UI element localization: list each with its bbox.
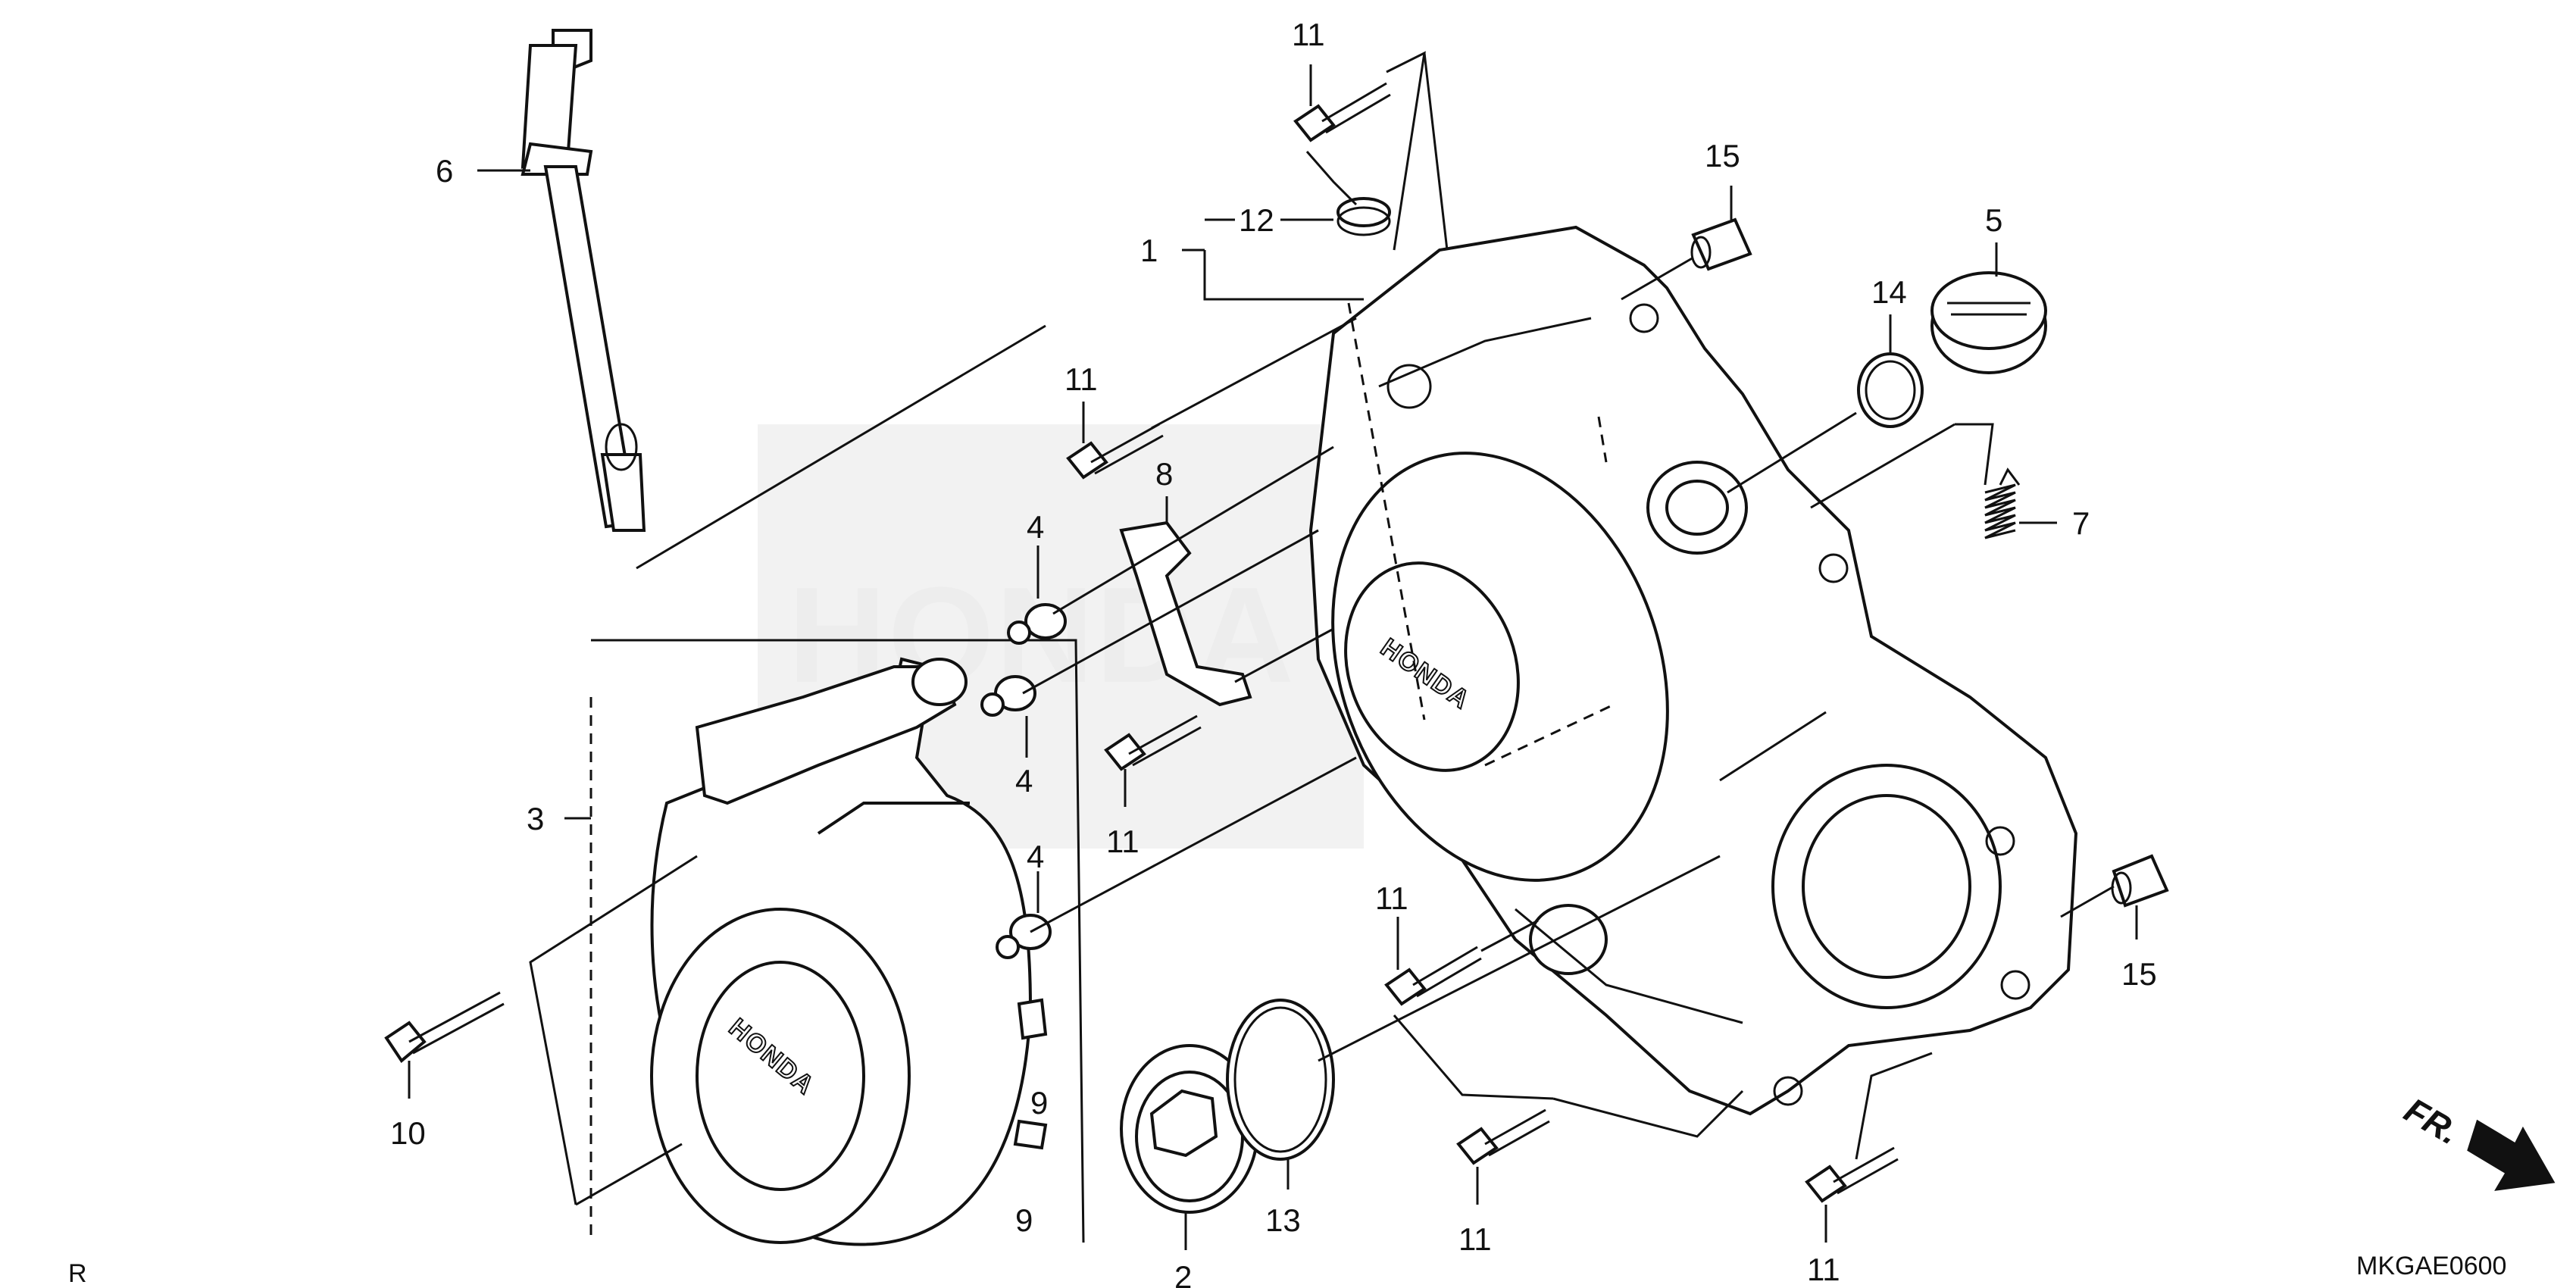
- bolt-11-mid: [1104, 714, 1202, 771]
- shift-shaft-part: [521, 29, 646, 532]
- dowel-9-lower: [1013, 1119, 1048, 1150]
- o-ring-13: [1226, 999, 1335, 1161]
- callout-15b: 15: [2121, 956, 2157, 992]
- callout-4c: 4: [1027, 839, 1044, 874]
- callout-13: 13: [1265, 1202, 1301, 1238]
- callout-11d: 11: [1375, 880, 1408, 916]
- callout-11c: 11: [1292, 17, 1325, 52]
- callout-11e: 11: [1458, 1221, 1492, 1257]
- diagram-code: MKGAE0600: [2356, 1252, 2506, 1280]
- callout-6: 6: [436, 153, 453, 189]
- callout-14: 14: [1871, 274, 1907, 310]
- callout-1: 1: [1140, 233, 1158, 268]
- bolt-11-lower-right: [1805, 1146, 1899, 1203]
- crankcase-cover-part: HONDA: [1308, 225, 2078, 1116]
- filler-cap-5: [1930, 271, 2047, 374]
- callout-10: 10: [390, 1115, 426, 1151]
- bolt-11-top: [1293, 82, 1391, 142]
- collar-4-middle: [980, 675, 1036, 717]
- callout-8: 8: [1155, 456, 1173, 492]
- front-direction-indicator: FR.: [2398, 1090, 2556, 1191]
- callout-11f: 11: [1807, 1252, 1840, 1287]
- callout-11a: 11: [1064, 361, 1098, 397]
- callout-7: 7: [2072, 505, 2090, 541]
- callout-3: 3: [527, 801, 544, 836]
- callout-4a: 4: [1027, 509, 1044, 545]
- corner-mark: R: [68, 1259, 87, 1288]
- callout-11b: 11: [1106, 824, 1140, 859]
- bolt-11-center: [1384, 946, 1482, 1006]
- bolt-10: [384, 991, 505, 1063]
- callout-15a: 15: [1705, 138, 1740, 174]
- spring-7: [1984, 467, 2021, 539]
- bracket-8: [1119, 521, 1252, 707]
- cap-part-2: [1120, 1044, 1259, 1214]
- collar-4-top: [1007, 603, 1067, 645]
- dowel-9-upper: [1017, 998, 1048, 1040]
- bolt-11-upper-left: [1066, 423, 1164, 480]
- callout-4b: 4: [1015, 763, 1033, 799]
- bolt-11-lower-middle: [1456, 1108, 1550, 1165]
- dowel-15-right: [2111, 854, 2169, 908]
- o-ring-14: [1857, 352, 1924, 428]
- svg-text:FR.: FR.: [2398, 1090, 2466, 1152]
- callout-5: 5: [1985, 202, 2002, 238]
- seal-12: [1336, 197, 1391, 236]
- callout-9b: 9: [1015, 1202, 1033, 1238]
- dowel-15-top: [1690, 217, 1752, 271]
- callout-9a: 9: [1030, 1085, 1048, 1121]
- callout-2: 2: [1174, 1259, 1192, 1288]
- callout-12: 12: [1239, 202, 1274, 238]
- left-cover-part: HONDA: [650, 657, 1033, 1246]
